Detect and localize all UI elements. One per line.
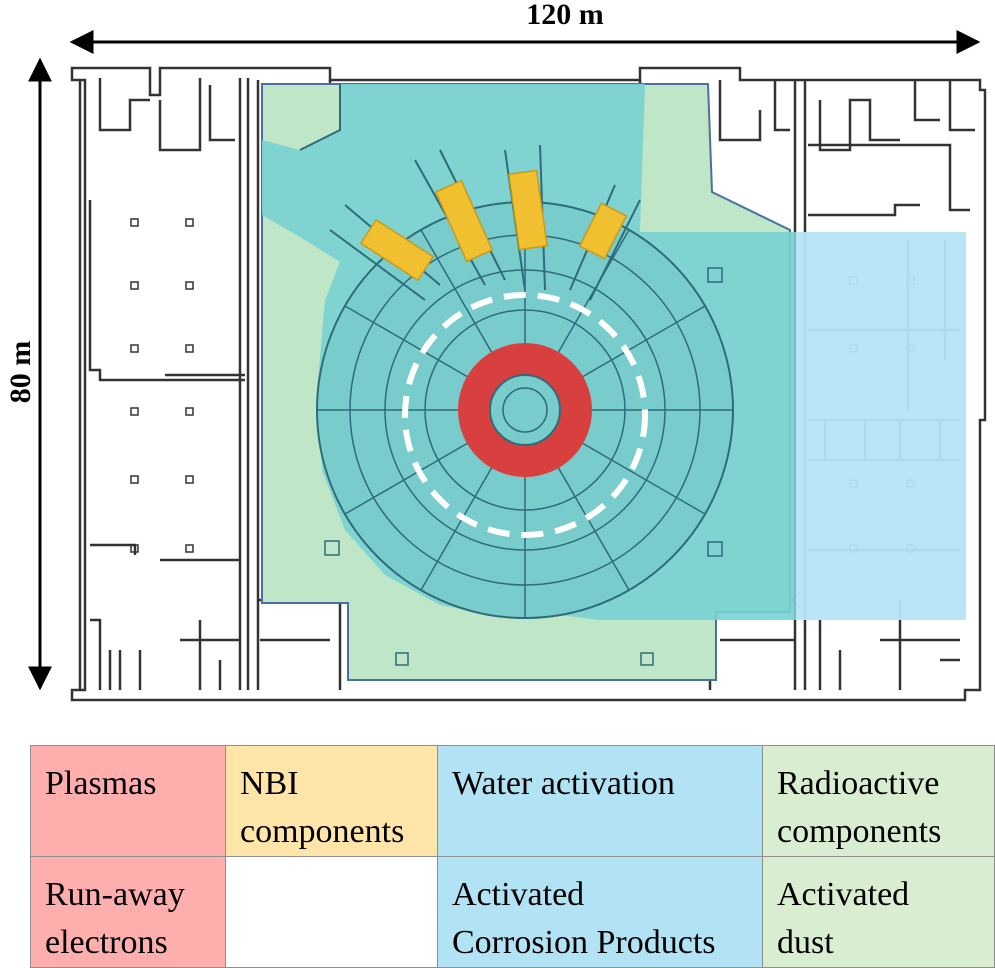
- legend-dust-label-2: dust: [777, 924, 834, 961]
- height-label: 80 m: [4, 340, 37, 404]
- width-label: 120 m: [526, 0, 604, 31]
- legend-runaway-label-1: Run-away: [45, 876, 185, 913]
- legend-runaway: Run-away electrons: [30, 856, 226, 968]
- legend-table: Plasmas NBI components Water activation …: [30, 745, 995, 968]
- legend-plasmas: Plasmas: [30, 745, 226, 857]
- legend-empty: [225, 856, 438, 968]
- legend-dust: Activated dust: [762, 856, 995, 968]
- nbi-box-1: [359, 218, 435, 282]
- legend-nbi: NBI components: [225, 745, 438, 857]
- water-activation-zone: [796, 232, 966, 620]
- legend-acp: Activated Corrosion Products: [437, 856, 763, 968]
- floor-plan: [27, 29, 987, 702]
- legend-radioactive-label-2: components: [777, 813, 942, 850]
- legend-water-label: Water activation: [452, 765, 675, 802]
- legend-nbi-label-1: NBI: [240, 765, 299, 802]
- nbi-box-4: [578, 202, 628, 260]
- legend-row: Run-away electrons Activated Corrosion P…: [30, 856, 995, 968]
- legend-plasmas-label: Plasmas: [45, 765, 157, 802]
- central-solenoid: [489, 374, 561, 446]
- runaway-electrons-boundary: [402, 292, 648, 538]
- nbi-box-2: [434, 179, 494, 263]
- nbi-box-3: [508, 169, 548, 251]
- legend-acp-label-1: Activated: [452, 876, 585, 913]
- legend-dust-label-1: Activated: [777, 876, 910, 913]
- hall-markers: [324, 267, 723, 666]
- solenoid-inner: [502, 387, 548, 433]
- nbi-components: [359, 169, 628, 282]
- legend-water: Water activation: [437, 745, 763, 857]
- legend-row: Plasmas NBI components Water activation …: [30, 745, 995, 857]
- legend-nbi-label-2: components: [240, 813, 405, 850]
- legend-radioactive: Radioactive components: [762, 745, 995, 857]
- legend-runaway-label-2: electrons: [45, 924, 168, 961]
- legend-radioactive-label-1: Radioactive: [777, 765, 940, 802]
- legend-acp-label-2: Corrosion Products: [452, 924, 716, 961]
